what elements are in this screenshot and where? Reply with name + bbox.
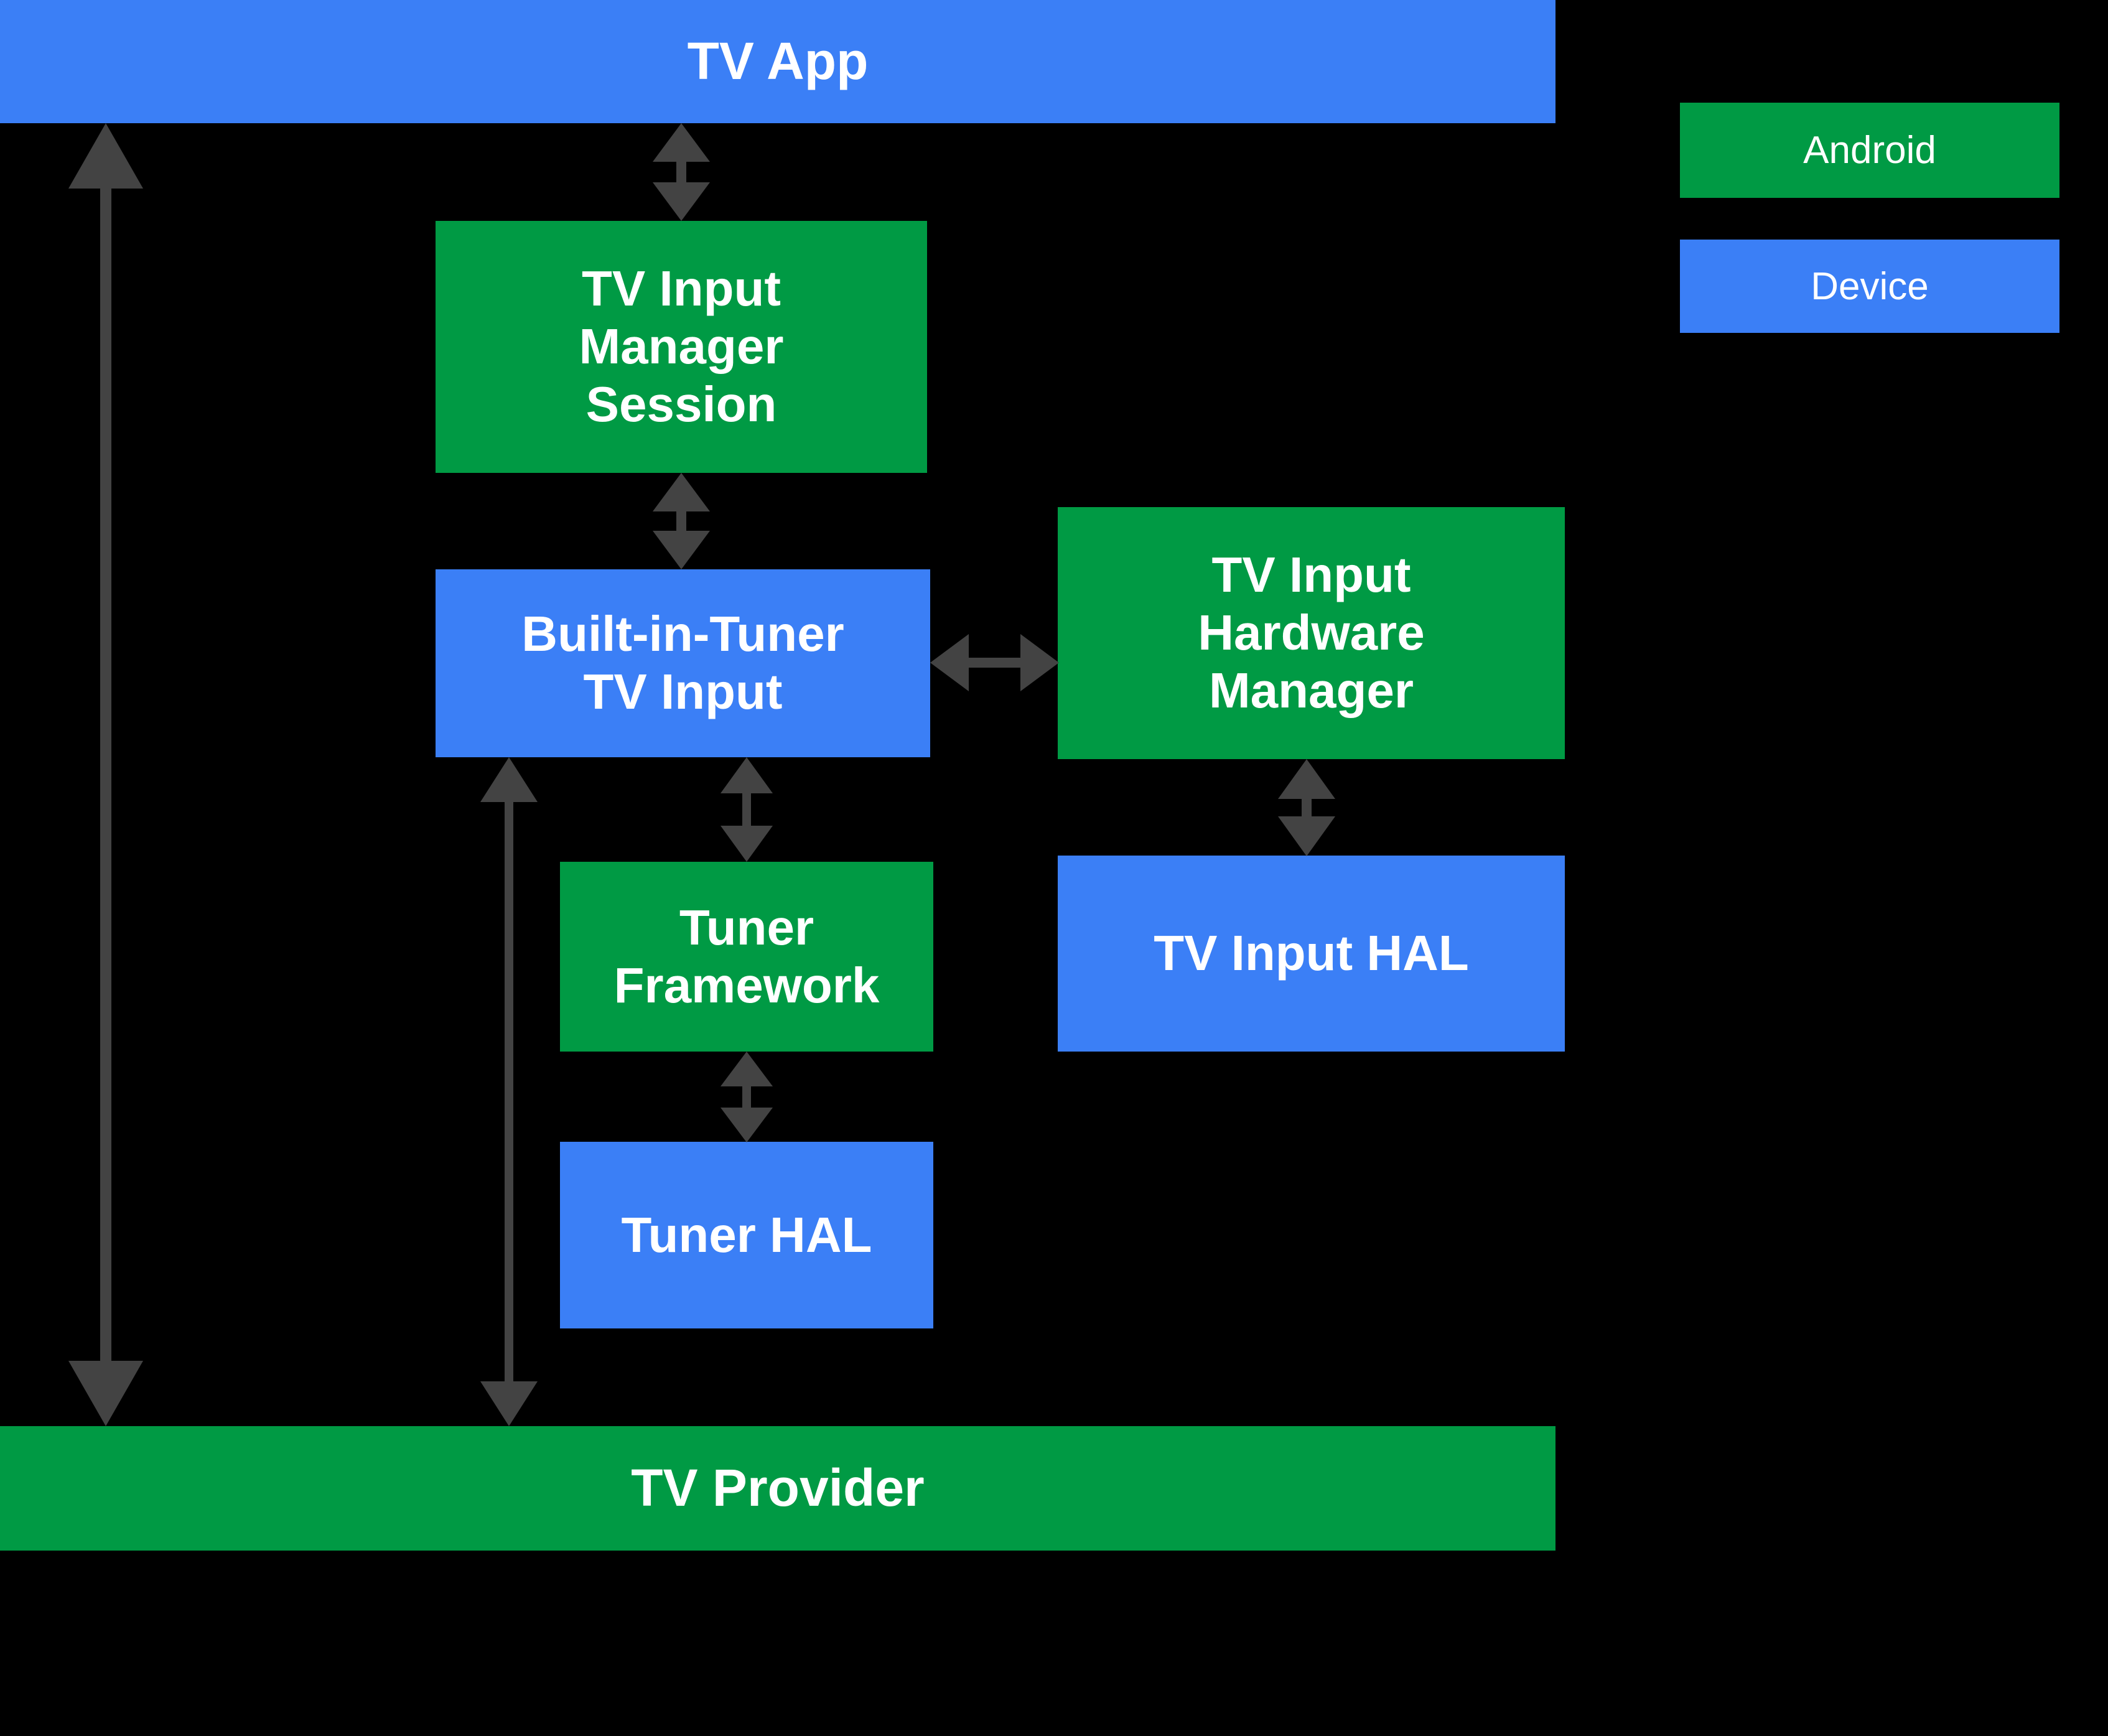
arrowhead-up-icon (1278, 759, 1335, 799)
node-tv-app-label: TV App (687, 32, 869, 91)
arrow-shaft (742, 1084, 751, 1110)
arrow-shaft (676, 509, 686, 533)
node-tuner-hal[interactable]: Tuner HAL (560, 1142, 933, 1328)
node-tuner-framework-label: Tuner Framework (613, 899, 880, 1013)
arrow-builtin-tuner-to-tv-input-hardware-manager (930, 625, 1059, 700)
arrowhead-up-icon (721, 757, 773, 793)
arrowhead-down-icon (721, 1108, 773, 1142)
node-tv-app[interactable]: TV App (0, 0, 1555, 123)
arrow-shaft (504, 798, 513, 1387)
arrow-builtin-tuner-to-tuner-framework (709, 757, 784, 862)
arrowhead-down-icon (480, 1381, 538, 1426)
node-tv-input-hal-label: TV Input HAL (1154, 925, 1469, 981)
arrowhead-down-icon (653, 531, 710, 569)
arrow-shaft (742, 791, 751, 828)
legend-item-android-label: Android (1803, 129, 1936, 172)
arrowhead-down-icon (721, 826, 773, 862)
arrowhead-right-icon (1020, 634, 1059, 691)
arrowhead-down-icon (68, 1361, 143, 1426)
arrowhead-up-icon (721, 1052, 773, 1086)
arrow-shaft (100, 185, 111, 1364)
arrowhead-up-icon (653, 123, 710, 162)
arrow-tuner-framework-to-tuner-hal (709, 1052, 784, 1142)
arrow-shaft (676, 159, 686, 185)
node-tv-input-manager-session[interactable]: TV Input Manager Session (436, 221, 927, 473)
node-tuner-framework[interactable]: Tuner Framework (560, 862, 933, 1052)
legend-item-device: Device (1680, 240, 2059, 333)
legend-item-android: Android (1680, 103, 2059, 198)
arrow-shaft (966, 658, 1023, 668)
arrowhead-up-icon (653, 473, 710, 511)
arrow-tv-app-to-tv-provider (68, 123, 143, 1426)
arrow-tv-app-to-tv-input-manager-session (644, 123, 719, 221)
arrowhead-up-icon (480, 757, 538, 802)
arrow-shaft (1302, 796, 1312, 820)
legend-item-device-label: Device (1811, 264, 1929, 308)
node-builtin-tuner-tv-input[interactable]: Built-in-Tuner TV Input (436, 569, 930, 757)
node-builtin-tuner-tv-input-label: Built-in-Tuner TV Input (521, 606, 844, 719)
node-tv-input-hardware-manager[interactable]: TV Input Hardware Manager (1058, 507, 1565, 759)
node-tv-input-hardware-manager-label: TV Input Hardware Manager (1198, 547, 1425, 718)
node-tv-input-hal[interactable]: TV Input HAL (1058, 856, 1565, 1052)
arrow-tv-input-manager-session-to-builtin-tuner (644, 473, 719, 569)
node-tv-provider[interactable]: TV Provider (0, 1426, 1555, 1551)
node-tv-input-manager-session-label: TV Input Manager Session (579, 261, 784, 432)
arrowhead-down-icon (1278, 816, 1335, 856)
node-tv-provider-label: TV Provider (631, 1458, 925, 1518)
arrowhead-left-icon (930, 634, 969, 691)
arrowhead-down-icon (653, 182, 710, 221)
node-tuner-hal-label: Tuner HAL (621, 1206, 872, 1262)
arrowhead-up-icon (68, 123, 143, 189)
arrow-builtin-tuner-to-tv-provider (476, 757, 541, 1426)
arrow-tv-input-hardware-manager-to-tv-input-hal (1269, 759, 1344, 856)
